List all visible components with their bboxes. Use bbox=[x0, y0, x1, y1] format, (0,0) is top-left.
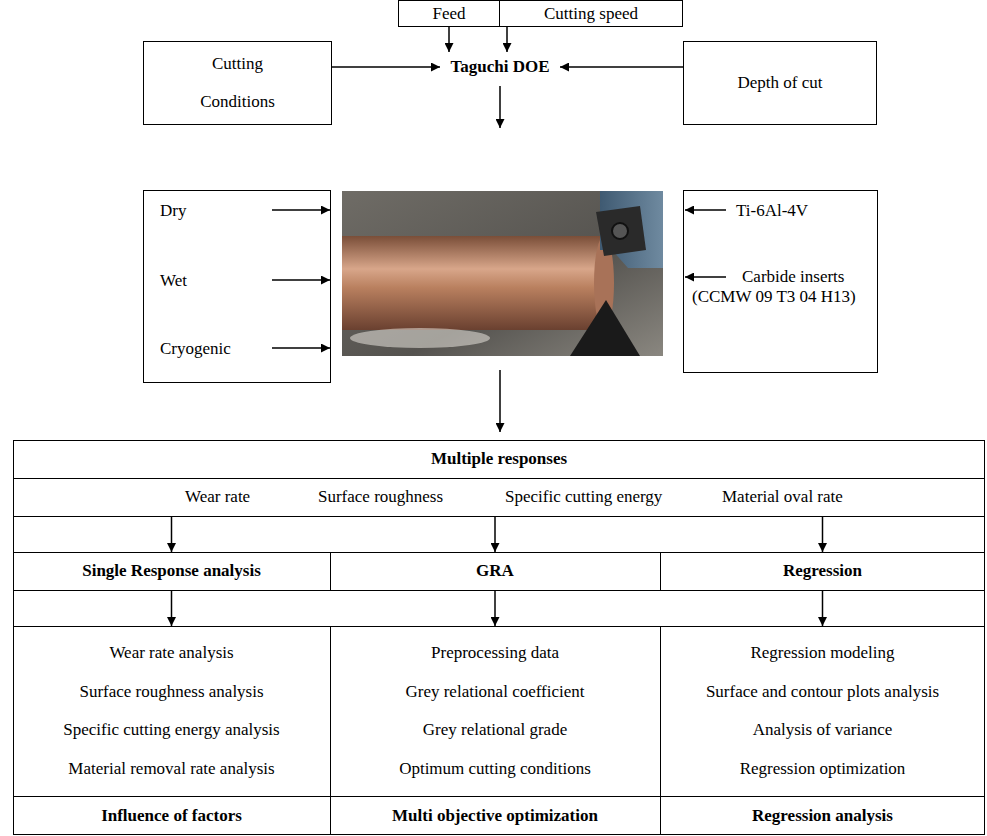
table-footer-cell: Influence of factors bbox=[13, 796, 330, 835]
flow-connector bbox=[171, 590, 173, 626]
node-text: Cutting speed bbox=[544, 4, 638, 24]
node-text: Wear rate analysis bbox=[109, 643, 233, 663]
response-row: Wear rate Surface roughness Specific cutti… bbox=[13, 478, 985, 516]
node-text: Regression analysis bbox=[752, 806, 893, 826]
node-text: Cryogenic bbox=[160, 339, 231, 359]
flow-arrow bbox=[272, 279, 330, 281]
table-rule bbox=[13, 796, 985, 797]
node-text: Ti-6Al-4V bbox=[736, 201, 808, 221]
flow-connector bbox=[171, 516, 173, 552]
table-rule bbox=[330, 626, 331, 835]
node-text: Cutting Conditions bbox=[188, 45, 288, 121]
table-rule bbox=[330, 552, 331, 590]
table-heading: Multiple responses bbox=[13, 440, 985, 478]
node-text: Grey relational grade bbox=[423, 720, 567, 740]
parameter-box: Cutting Conditions bbox=[143, 41, 332, 125]
node-text: Grey relational coefficient bbox=[405, 682, 584, 702]
table-list-cell: Regression modelingSurface and contour p… bbox=[660, 626, 985, 796]
node-text: Multi objective optimization bbox=[392, 806, 598, 826]
flow-connector bbox=[332, 66, 440, 68]
table-rule bbox=[13, 626, 985, 627]
node-text: Surface roughness bbox=[318, 487, 443, 507]
node-text: Wear rate bbox=[185, 487, 250, 507]
node-text: GRA bbox=[476, 561, 514, 581]
tailstock-center bbox=[570, 300, 640, 356]
table-rule bbox=[13, 516, 985, 517]
parameter-box: Feed bbox=[398, 0, 500, 27]
table-frame bbox=[14, 441, 985, 835]
flow-connector bbox=[822, 516, 824, 552]
condition-box: DryWetCryogenic bbox=[143, 190, 331, 383]
table-list-cell: Preprocessing dataGrey relational coeffi… bbox=[330, 626, 660, 796]
flow-arrow bbox=[499, 86, 501, 128]
photo-background bbox=[342, 191, 663, 356]
node-text: Wet bbox=[160, 271, 187, 291]
method-label: Taguchi DOE bbox=[440, 52, 560, 82]
node-text: Surface roughness analysis bbox=[79, 682, 263, 702]
table-rule bbox=[13, 590, 985, 591]
node-text: Surface and contour plots analysis bbox=[706, 682, 939, 702]
parameter-box: Cutting speed bbox=[499, 0, 683, 27]
flow-arrow bbox=[685, 209, 726, 211]
flow-connector bbox=[448, 27, 450, 52]
node-text: Analysis of variance bbox=[753, 720, 893, 740]
table-grid bbox=[13, 441, 985, 836]
node-text: Regression bbox=[783, 561, 862, 581]
node-text: Depth of cut bbox=[738, 73, 823, 93]
table-rule bbox=[660, 552, 661, 590]
turning-photo bbox=[342, 191, 663, 356]
flow-connector bbox=[822, 590, 824, 626]
node-text: Carbide inserts (CCMW 09 T3 04 H13) bbox=[692, 267, 874, 307]
flow-arrow bbox=[272, 347, 330, 349]
table-header-cell: Single Response analysis bbox=[13, 552, 330, 590]
table-rule bbox=[13, 478, 985, 479]
flow-arrow bbox=[499, 370, 501, 432]
parameter-box: Depth of cut bbox=[683, 41, 877, 125]
carbide-insert bbox=[596, 206, 646, 256]
table-list-cell: Wear rate analysisSurface roughness anal… bbox=[13, 626, 330, 796]
table-header-cell: Regression bbox=[660, 552, 985, 590]
flow-arrow bbox=[685, 276, 726, 278]
insert-screw bbox=[612, 223, 628, 239]
node-text: Multiple responses bbox=[431, 449, 567, 469]
node-text: Influence of factors bbox=[101, 806, 242, 826]
node-text: Material removal rate analysis bbox=[68, 759, 274, 779]
node-text: Single Response analysis bbox=[82, 561, 261, 581]
node-text: Dry bbox=[160, 201, 186, 221]
light-glare bbox=[350, 328, 490, 348]
flow-connector bbox=[494, 590, 496, 626]
node-text: Regression optimization bbox=[740, 759, 906, 779]
node-text: Regression modeling bbox=[750, 643, 894, 663]
node-text: Specific cutting energy bbox=[505, 487, 662, 507]
table-rule bbox=[660, 626, 661, 835]
workpiece-rod bbox=[342, 236, 604, 330]
node-text: Preprocessing data bbox=[431, 643, 559, 663]
node-text: Specific cutting energy analysis bbox=[63, 720, 279, 740]
material-box: Ti-6Al-4V Carbide inserts (CCMW 09 T3 04 … bbox=[683, 190, 878, 373]
node-text: Optimum cutting conditions bbox=[399, 759, 591, 779]
flow-connector bbox=[560, 66, 683, 68]
node-text: Material oval rate bbox=[722, 487, 843, 507]
node-text: Taguchi DOE bbox=[450, 57, 549, 77]
flow-connector bbox=[494, 516, 496, 552]
flow-arrow bbox=[272, 209, 330, 211]
node-text: Feed bbox=[432, 4, 465, 24]
table-footer-cell: Multi objective optimization bbox=[330, 796, 660, 835]
table-header-cell: GRA bbox=[330, 552, 660, 590]
flow-connector bbox=[506, 27, 508, 52]
table-footer-cell: Regression analysis bbox=[660, 796, 985, 835]
table-rule bbox=[13, 552, 985, 553]
